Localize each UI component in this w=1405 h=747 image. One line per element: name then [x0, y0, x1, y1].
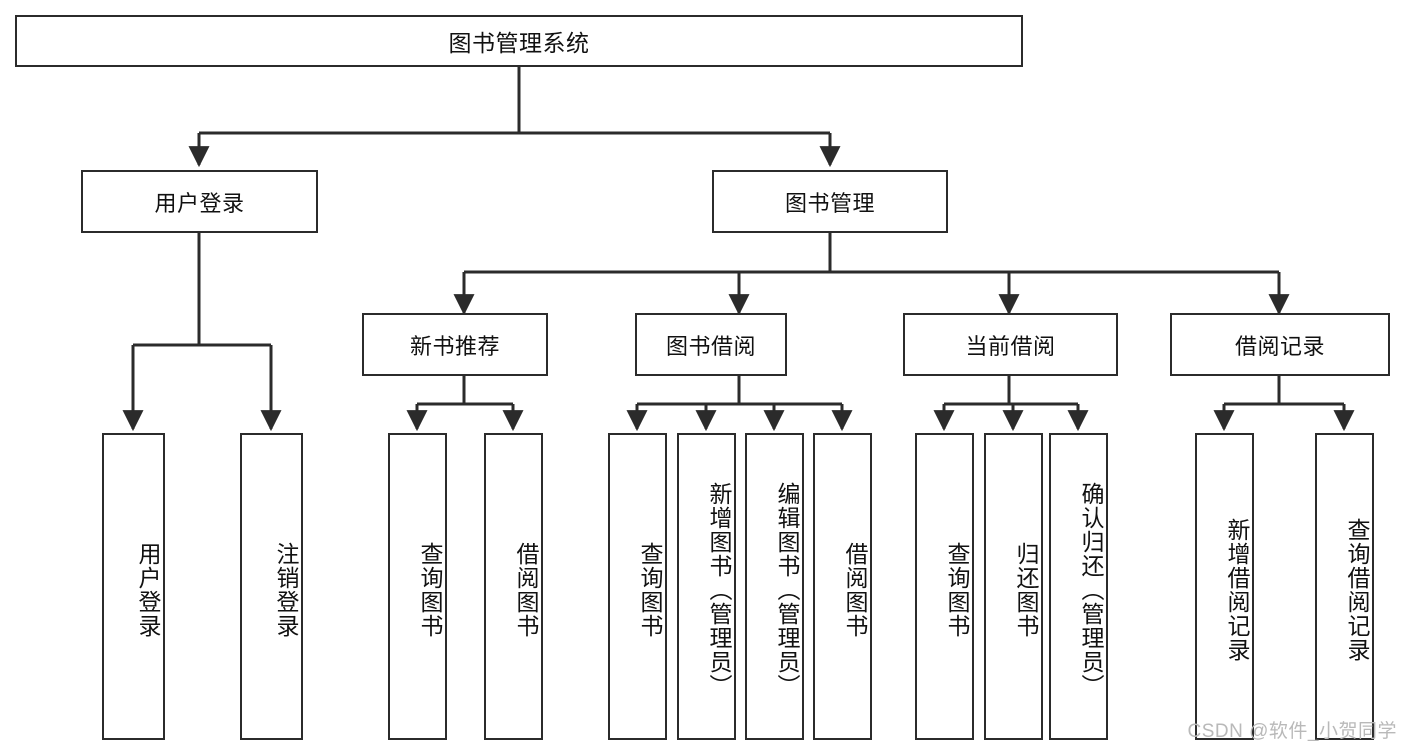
leaf-current-borrow-return-label: 归还图书 [1013, 541, 1039, 638]
node-borrow-record[interactable]: 借阅记录 [1170, 313, 1390, 376]
leaf-book-borrow-add[interactable]: 新增图书（管理员） [677, 433, 736, 740]
leaf-book-borrow-borrow[interactable]: 借阅图书 [813, 433, 872, 740]
node-root-library-system[interactable]: 图书管理系统 [15, 15, 1023, 67]
node-user-login[interactable]: 用户登录 [81, 170, 318, 233]
leaf-book-borrow-query-label: 查询图书 [637, 541, 663, 638]
leaf-new-book-borrow-label: 借阅图书 [513, 541, 539, 638]
csdn-watermark: CSDN @软件_小贺同学 [1187, 721, 1397, 742]
leaf-borrow-record-query[interactable]: 查询借阅记录 [1315, 433, 1374, 740]
leaf-user-login-login[interactable]: 用户登录 [102, 433, 165, 740]
node-book-borrow-label: 图书借阅 [665, 333, 756, 359]
leaf-new-book-query-label: 查询图书 [417, 541, 443, 638]
leaf-book-borrow-query[interactable]: 查询图书 [608, 433, 667, 740]
node-book-management-label: 图书管理 [784, 190, 875, 216]
leaf-new-book-borrow[interactable]: 借阅图书 [484, 433, 543, 740]
leaf-current-borrow-confirm-return-label: 确认归还（管理员） [1078, 481, 1104, 698]
node-new-book-recommend-label: 新书推荐 [409, 333, 500, 359]
leaf-book-borrow-borrow-label: 借阅图书 [842, 541, 868, 638]
leaf-user-login-login-label: 用户登录 [135, 541, 161, 638]
node-book-borrow[interactable]: 图书借阅 [635, 313, 787, 376]
leaf-current-borrow-return[interactable]: 归还图书 [984, 433, 1043, 740]
leaf-user-login-logout[interactable]: 注销登录 [240, 433, 303, 740]
node-book-management[interactable]: 图书管理 [712, 170, 948, 233]
node-current-borrow[interactable]: 当前借阅 [903, 313, 1118, 376]
node-user-login-label: 用户登录 [154, 190, 245, 216]
leaf-book-borrow-add-label: 新增图书（管理员） [706, 481, 732, 698]
node-borrow-record-label: 借阅记录 [1234, 333, 1325, 359]
leaf-borrow-record-query-label: 查询借阅记录 [1344, 517, 1370, 662]
leaf-user-login-logout-label: 注销登录 [273, 541, 299, 638]
leaf-new-book-query[interactable]: 查询图书 [388, 433, 447, 740]
leaf-borrow-record-add-label: 新增借阅记录 [1224, 517, 1250, 662]
leaf-book-borrow-edit-label: 编辑图书（管理员） [774, 481, 800, 698]
leaf-book-borrow-edit[interactable]: 编辑图书（管理员） [745, 433, 804, 740]
node-current-borrow-label: 当前借阅 [965, 333, 1056, 359]
leaf-current-borrow-confirm-return[interactable]: 确认归还（管理员） [1049, 433, 1108, 740]
leaf-borrow-record-add[interactable]: 新增借阅记录 [1195, 433, 1254, 740]
node-root-label: 图书管理系统 [448, 30, 590, 56]
node-new-book-recommend[interactable]: 新书推荐 [362, 313, 548, 376]
leaf-current-borrow-query-label: 查询图书 [944, 541, 970, 638]
leaf-current-borrow-query[interactable]: 查询图书 [915, 433, 974, 740]
